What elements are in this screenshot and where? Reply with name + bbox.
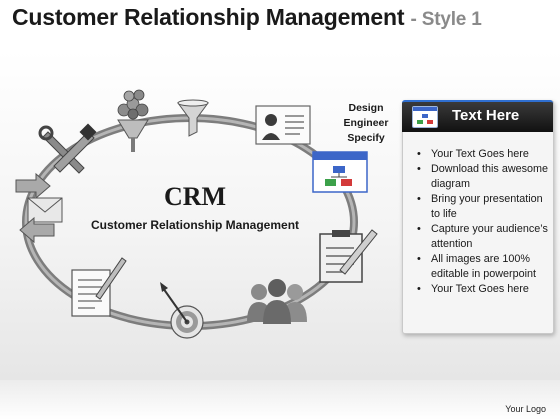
funnel-icon [177, 99, 209, 137]
tools-icon [38, 123, 97, 174]
bullet-item: All images are 100% editable in powerpoi… [417, 252, 549, 282]
design-label-line: Design [348, 102, 384, 114]
bullet-item: Bring your presentation to life [417, 192, 549, 222]
title-style: - Style 1 [410, 9, 482, 30]
people-group-icon [247, 279, 307, 324]
design-label-line: Engineer [343, 117, 389, 129]
bullet-item: Capture your audience’s attention [417, 222, 549, 252]
bullet-item: Your Text Goes here [417, 147, 549, 162]
panel-bullet-list: Your Text Goes here Download this awesom… [417, 147, 549, 297]
design-engineer-specify-label: Design Engineer Specify [334, 101, 398, 146]
footer-band [0, 380, 560, 420]
crm-center-title: CRM [163, 182, 227, 211]
id-card-icon [255, 105, 311, 145]
clipboard-pen-icon [319, 229, 378, 283]
text-panel: Text Here Your Text Goes here Download t… [402, 100, 554, 334]
bullet-item: Your Text Goes here [417, 282, 549, 297]
design-label-line: Specify [347, 132, 385, 144]
mail-arrows-icon [15, 172, 63, 244]
footer-logo: Your Logo [505, 404, 546, 414]
document-pen-icon [71, 257, 127, 317]
page-title: Customer Relationship Management - Style… [12, 4, 482, 31]
bullet-item: Download this awesome diagram [417, 162, 549, 192]
crm-center-subtitle: Customer Relationship Management [90, 218, 300, 232]
target-dart-icon [160, 282, 204, 339]
title-main: Customer Relationship Management [12, 4, 405, 30]
panel-header: Text Here [402, 100, 553, 132]
money-plant-icon [117, 89, 149, 152]
org-chart-window-icon [312, 151, 368, 193]
panel-title: Text Here [452, 107, 520, 124]
org-chart-window-icon [412, 106, 438, 128]
